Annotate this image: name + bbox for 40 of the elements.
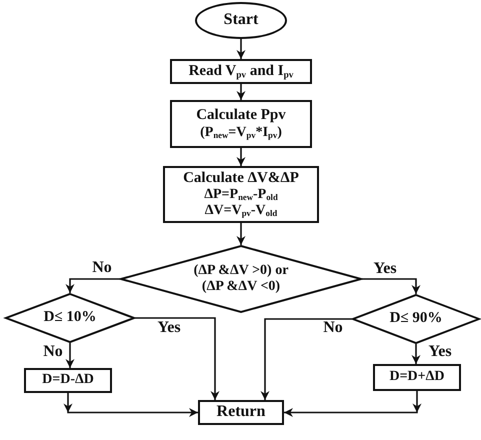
process-box (170, 59, 312, 84)
edge-label: Yes (157, 320, 181, 336)
edge-label: No (43, 344, 63, 360)
flow-arrow (236, 223, 246, 245)
edge-label: Yes (428, 344, 452, 360)
process-box (24, 368, 112, 393)
step-text: Read V$_{pv}$ and I$_{pv}$ (188, 62, 294, 80)
flow-arrow (412, 344, 420, 364)
flow-arrow (135, 317, 220, 400)
condition-text: (ΔP &ΔV >0) or (ΔP &ΔV <0) (192, 262, 290, 296)
decision-diamond (5, 293, 135, 343)
flow-arrow (362, 278, 420, 294)
flow-arrow (236, 148, 246, 166)
flow-arrow (284, 391, 422, 417)
step-text: D=D-ΔD (42, 372, 94, 389)
step-text: Return (216, 403, 266, 422)
flow-arrow (66, 278, 120, 293)
step-text: D=D+ΔD (389, 369, 445, 386)
process-box (163, 166, 319, 223)
flow-arrow (236, 84, 246, 100)
step-title: Calculate ΔV&ΔP (183, 170, 299, 188)
edge-label: No (323, 320, 343, 336)
decision-diamond (120, 245, 362, 313)
flow-arrow (260, 318, 352, 400)
terminal-text: Start (224, 11, 258, 30)
edge-label: No (92, 260, 112, 276)
flow-arrow (64, 393, 198, 417)
decision-diamond (352, 294, 480, 344)
condition-text: D≤ 90% (390, 310, 442, 328)
process-box (373, 364, 461, 391)
condition-text: D≤ 10% (44, 309, 96, 327)
flow-arrow (236, 39, 246, 59)
flow-arrow (66, 343, 74, 368)
formula-text: ΔV=V$_{pv}$-V$_{old}$ (204, 203, 278, 220)
edge-label: Yes (373, 261, 397, 277)
process-box (170, 100, 312, 148)
formula-text: (P$_{new}$=V$_{pv}$*I$_{pv}$) (200, 124, 282, 141)
process-box (198, 400, 284, 425)
formula-text: ΔP=P$_{new}$-P$_{old}$ (204, 187, 278, 204)
step-title: Calculate Ppv (196, 107, 286, 125)
